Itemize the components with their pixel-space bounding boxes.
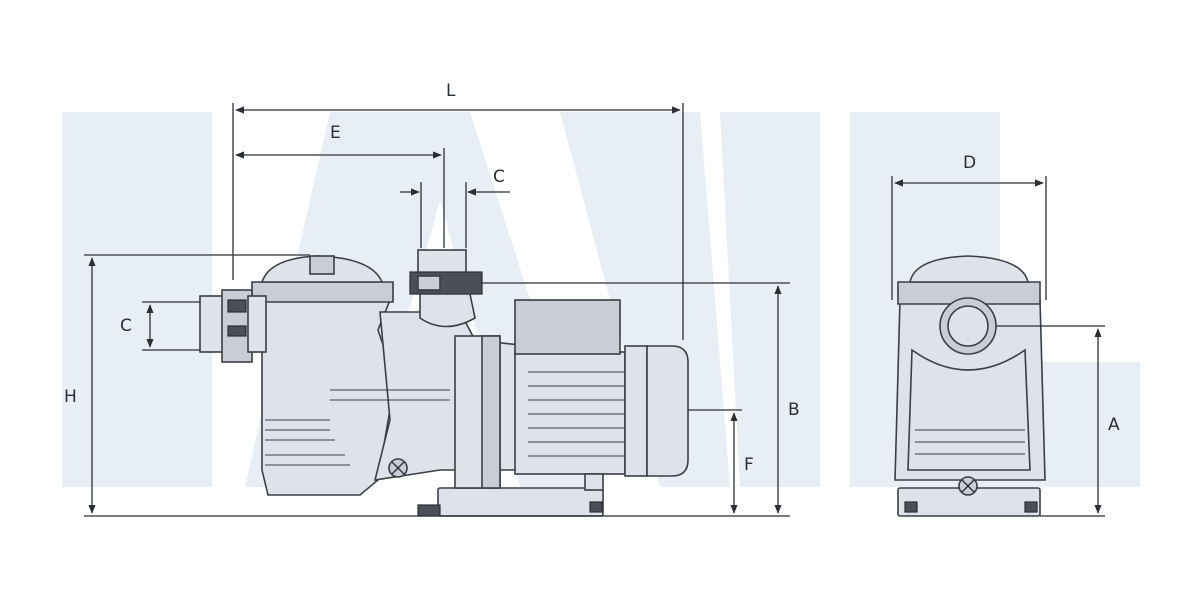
dim-label-B: B [788, 400, 800, 420]
dim-label-L: L [446, 81, 456, 101]
dim-label-E: E [330, 123, 341, 143]
pump-side-view [199, 249, 689, 517]
pump-front-view [894, 255, 1046, 517]
dim-label-C-top: C [493, 167, 505, 187]
dim-label-D: D [963, 153, 976, 173]
dim-label-A: A [1108, 415, 1120, 435]
dim-label-C-left: C [120, 316, 132, 336]
dim-label-H: H [64, 387, 77, 407]
dim-label-F: F [744, 455, 754, 475]
dimension-lines [84, 103, 1105, 517]
